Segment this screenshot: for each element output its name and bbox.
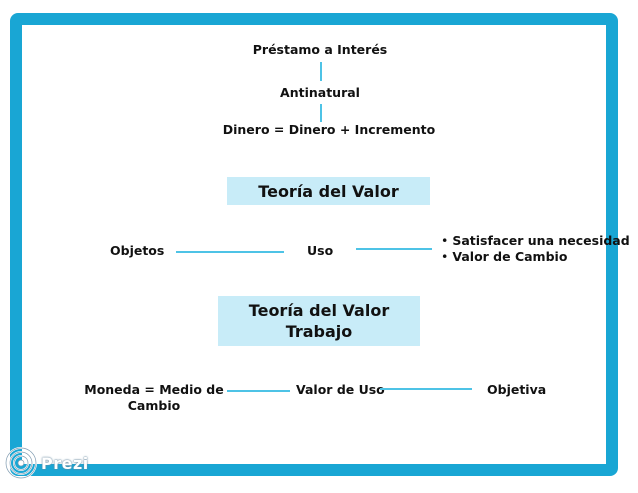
heading-teoria-del-valor-text: Teoría del Valor bbox=[258, 181, 399, 201]
bullet-item: Valor de Cambio bbox=[441, 249, 630, 265]
prezi-logo-icon bbox=[5, 447, 37, 479]
node-objetos: Objetos bbox=[110, 243, 165, 258]
bullet-item: Satisfacer una necesidad bbox=[441, 233, 629, 249]
bullet-list-uso: Satisfacer una necesidad Valor de Cambio bbox=[441, 233, 630, 265]
node-antinatural: Antinatural bbox=[280, 85, 360, 100]
node-prestamo-a-interes: Préstamo a Interés bbox=[252, 42, 388, 57]
prezi-watermark-text: Prezi bbox=[41, 453, 89, 473]
connector-objetos-uso bbox=[176, 251, 284, 253]
node-moneda-line-1: Moneda = Medio de bbox=[84, 382, 224, 397]
node-valor-de-uso: Valor de Uso bbox=[296, 382, 385, 397]
connector-moneda-valor-de-uso bbox=[227, 390, 290, 392]
heading-teoria-del-valor-trabajo: Teoría del Valor Trabajo bbox=[218, 296, 420, 346]
prezi-watermark: Prezi bbox=[4, 446, 89, 480]
heading-teoria-del-valor: Teoría del Valor bbox=[227, 177, 430, 205]
heading-line-2: Trabajo bbox=[285, 322, 353, 341]
connector-vertical-2 bbox=[320, 104, 322, 122]
heading-line-1: Teoría del Valor bbox=[248, 301, 390, 320]
connector-vertical-1 bbox=[320, 62, 322, 81]
node-moneda-line-2: Cambio bbox=[127, 398, 181, 413]
connector-uso-bullets bbox=[356, 248, 432, 250]
node-moneda-medio-de-cambio: Moneda = Medio de Cambio bbox=[84, 382, 223, 414]
node-uso: Uso bbox=[307, 243, 334, 258]
node-objetiva: Objetiva bbox=[487, 382, 547, 397]
connector-valor-de-uso-objetiva bbox=[380, 388, 472, 390]
node-dinero-formula: Dinero = Dinero + Incremento bbox=[222, 122, 436, 137]
